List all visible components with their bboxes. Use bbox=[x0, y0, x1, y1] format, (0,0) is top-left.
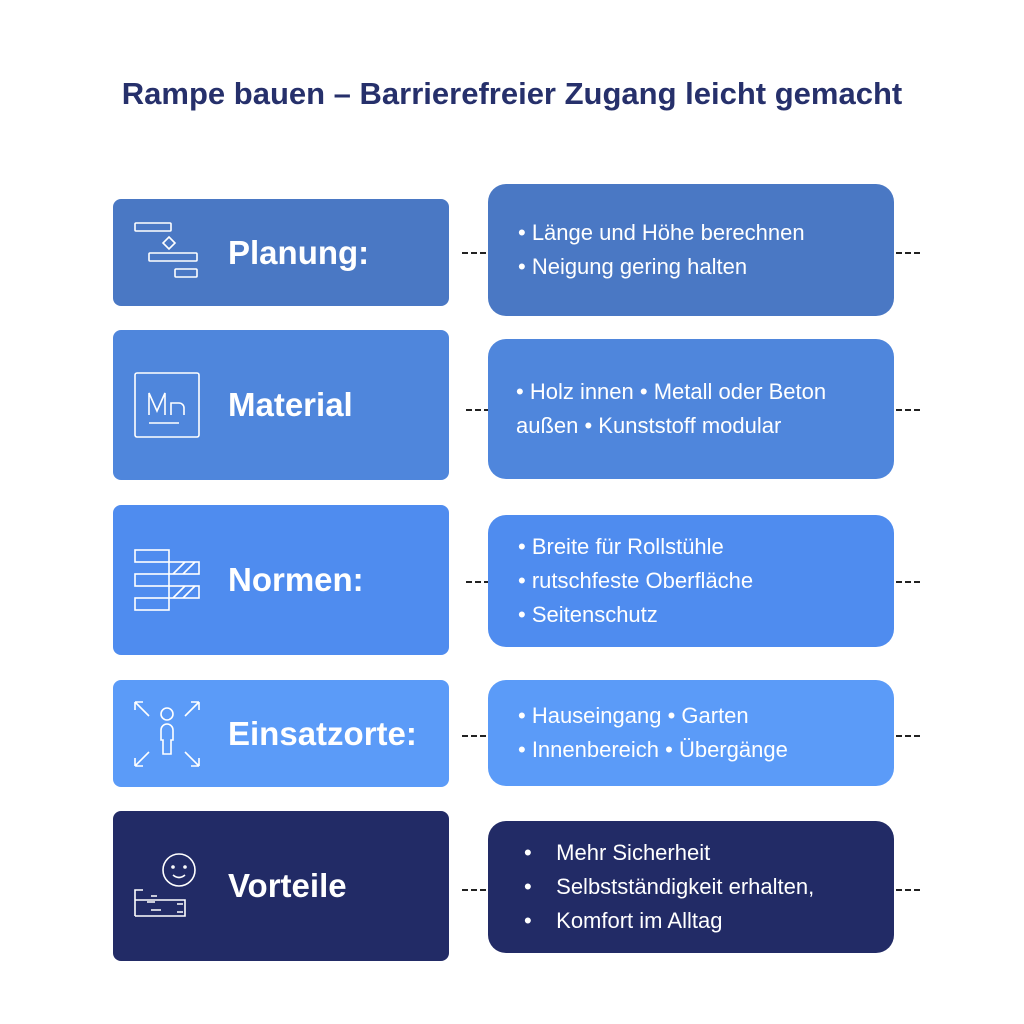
category-normen: Normen: bbox=[113, 505, 449, 655]
category-label: Planung: bbox=[228, 233, 370, 271]
element-mn-icon bbox=[134, 372, 200, 438]
connector-line bbox=[462, 735, 486, 737]
bullet-item: • rutschfeste Oberfläche bbox=[518, 568, 754, 593]
smiley-person-icon bbox=[134, 853, 196, 917]
bullet-item: • Holz innen • Metall oder Beton außen •… bbox=[516, 379, 827, 438]
category-label: Normen: bbox=[228, 561, 364, 598]
details-normen: • Breite für Rollstühle • rutschfeste Ob… bbox=[488, 515, 894, 647]
connector-line bbox=[896, 735, 920, 737]
connector-line bbox=[896, 252, 920, 254]
bullet-item: • Selbstständigkeit erhalten, bbox=[524, 874, 815, 899]
page-title: Rampe bauen – Barrierefreier Zugang leic… bbox=[121, 76, 903, 111]
category-label: Material bbox=[228, 386, 353, 423]
category-einsatzorte: Einsatzorte: bbox=[113, 680, 449, 787]
connector-line bbox=[896, 581, 920, 583]
bullet-item: • Seitenschutz bbox=[518, 602, 658, 627]
category-vorteile: Vorteile bbox=[113, 811, 449, 961]
connector-line bbox=[466, 581, 490, 583]
connector-line bbox=[462, 252, 486, 254]
bullet-item: • Innenbereich • Übergänge bbox=[518, 737, 788, 762]
bullet-item: • Hauseingang • Garten bbox=[518, 703, 749, 728]
category-planung: Planung: bbox=[113, 199, 449, 306]
bullet-item: • Breite für Rollstühle bbox=[518, 534, 724, 559]
category-label: Einsatzorte: bbox=[228, 714, 417, 752]
details-material: • Holz innen • Metall oder Beton außen •… bbox=[488, 339, 894, 479]
connector-line bbox=[896, 409, 920, 411]
details-vorteile: • Mehr Sicherheit • Selbstständigkeit er… bbox=[488, 821, 894, 953]
gantt-chart-icon bbox=[134, 221, 198, 278]
details-planung: • Länge und Höhe berechnen • Neigung ger… bbox=[488, 184, 894, 316]
bullet-item: • Mehr Sicherheit bbox=[524, 840, 711, 865]
details-einsatzorte: • Hauseingang • Garten • Innenbereich • … bbox=[488, 680, 894, 786]
connector-line bbox=[466, 409, 490, 411]
connector-line bbox=[896, 889, 920, 891]
person-expand-icon bbox=[134, 700, 200, 767]
category-material: Material bbox=[113, 330, 449, 480]
connector-line bbox=[462, 889, 486, 891]
category-label: Vorteile bbox=[228, 867, 347, 904]
bullet-item: • Länge und Höhe berechnen bbox=[518, 220, 805, 245]
bullet-item: • Komfort im Alltag bbox=[524, 908, 723, 933]
bullet-item: • Neigung gering halten bbox=[518, 254, 748, 279]
stacked-bars-icon bbox=[134, 549, 200, 611]
